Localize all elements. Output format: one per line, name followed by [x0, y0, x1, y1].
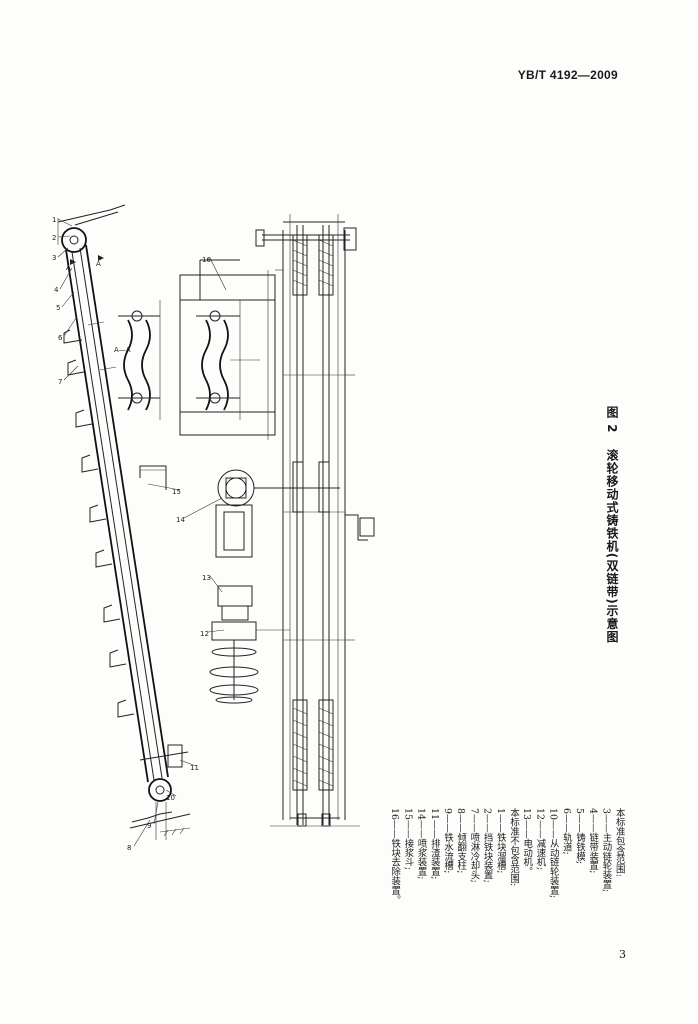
legend-item: 4——链带装置;	[587, 808, 599, 874]
section-label: A—A	[114, 346, 131, 354]
legend-item: 5——铸铁模;	[574, 808, 586, 865]
part-label: 8	[127, 844, 131, 852]
part-label: 1	[52, 216, 56, 224]
standard-code: YB/T 4192—2009	[517, 68, 618, 82]
legend-item: 9——铁水流槽;	[442, 808, 454, 874]
part-label: 13	[202, 574, 211, 582]
inclined-conveyor	[57, 204, 191, 840]
part-label: 11	[190, 764, 199, 772]
part-label: 4	[54, 286, 59, 294]
part-label: 3	[52, 254, 56, 262]
arrow-label: A	[96, 260, 101, 268]
legend-item: 7——喷淋冷却头;	[468, 808, 480, 883]
part-label: 6	[58, 334, 63, 342]
part-label: 16	[202, 256, 211, 264]
caption-title: 滚轮移动式铸铁机(双链带)示意图	[605, 448, 619, 644]
legend-excluded-heading: 本标准不包含范围:	[508, 808, 520, 887]
part-label: 15	[172, 488, 181, 496]
legend-item: 11——排渣装置;	[428, 808, 440, 880]
part-label: 12	[200, 630, 209, 638]
part-labels: 1 2 3 4 5 6 7 8 9 10 11 12 13 14 15 16 A…	[52, 216, 227, 852]
figure-caption: 图 2 滚轮移动式铸铁机(双链带)示意图	[604, 406, 621, 644]
legend-included-heading: 本标准包含范围:	[613, 808, 625, 877]
legend-item: 12——减速机;	[534, 808, 546, 871]
legend-item: 3——主动链轮装置;	[600, 808, 612, 893]
arrow-label: A	[66, 264, 71, 272]
legend-item: 1——铁块溜槽;	[494, 808, 506, 874]
legend: 本标准包含范围: 3——主动链轮装置; 4——链带装置; 5——铸铁模; 6——…	[388, 808, 626, 948]
part-label: 7	[58, 378, 62, 386]
part-label: 14	[176, 516, 185, 524]
part-label: 9	[147, 822, 151, 830]
legend-item: 16——铁块去除装置。	[389, 808, 401, 905]
legend-item: 13——电动机。	[521, 808, 533, 877]
part-label: 10	[166, 794, 175, 802]
caption-number: 图 2	[605, 406, 619, 434]
section-a-a	[118, 259, 276, 436]
drive-assembly	[209, 469, 300, 704]
plan-view	[255, 214, 375, 827]
page-number: 3	[619, 948, 626, 961]
legend-item: 2——挡铁块装置;	[481, 808, 493, 883]
legend-item: 8——倾翻支柱;	[455, 808, 467, 874]
part-label: 5	[56, 304, 60, 312]
legend-item: 10——从动链轮装置;	[547, 808, 559, 899]
legend-item: 15——接浆斗;	[402, 808, 414, 871]
part-label: 2	[52, 234, 56, 242]
legend-item: 6——轨道;	[560, 808, 572, 855]
legend-item: 14——喷浆装置;	[415, 808, 427, 880]
